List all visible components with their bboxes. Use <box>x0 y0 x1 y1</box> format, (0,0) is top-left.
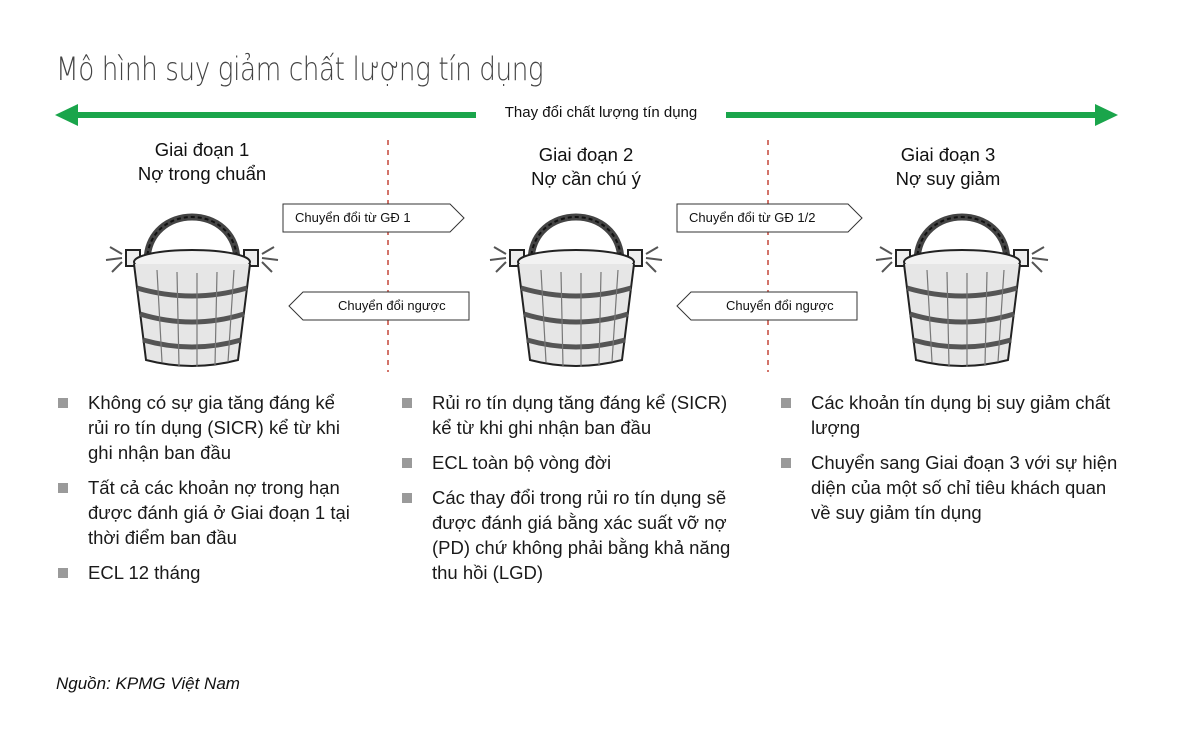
transition-reverse-1-label: Chuyển đổi ngược <box>338 298 446 313</box>
wooden-bucket-icon <box>105 213 279 367</box>
chevron-right-shape <box>676 203 863 233</box>
stage-3-name: Giai đoạn 3 <box>900 144 996 165</box>
bullet-square-icon <box>402 458 412 468</box>
stage-2-subtitle: Nợ cần chú ý <box>531 168 641 189</box>
list-item: ECL 12 tháng <box>56 560 356 585</box>
stage-1-title: Giai đoạn 1 Nợ trong chuẩn <box>82 138 322 186</box>
stage-2-bullets: Rủi ro tín dụng tăng đáng kể (SICR) kể t… <box>400 390 738 595</box>
page-title: Mô hình suy giảm chất lượng tín dụng <box>56 50 544 88</box>
arrow-right-head <box>1095 104 1118 126</box>
bullet-square-icon <box>402 493 412 503</box>
stage-3-bullets: Các khoản tín dụng bị suy giảm chất lượn… <box>779 390 1119 535</box>
wooden-bucket-icon <box>875 213 1049 367</box>
bullet-square-icon <box>781 458 791 468</box>
list-item: Rủi ro tín dụng tăng đáng kể (SICR) kể t… <box>400 390 738 440</box>
source-note: Nguồn: KPMG Việt Nam <box>56 674 240 693</box>
stage-1-subtitle: Nợ trong chuẩn <box>137 163 267 184</box>
list-item: Các khoản tín dụng bị suy giảm chất lượn… <box>779 390 1119 440</box>
bullet-square-icon <box>58 398 68 408</box>
list-item: Chuyển sang Giai đoạn 3 với sự hiện diện… <box>779 450 1119 525</box>
chevron-left-shape <box>676 291 858 321</box>
list-item: Không có sự gia tăng đáng kể rủi ro tín … <box>56 390 356 465</box>
stage-2-name: Giai đoạn 2 <box>538 144 634 165</box>
wooden-bucket-icon <box>489 213 663 367</box>
list-item: ECL toàn bộ vòng đời <box>400 450 738 475</box>
transition-reverse-2-label: Chuyển đổi ngược <box>726 298 834 313</box>
list-item: Tất cả các khoản nợ trong hạn được đánh … <box>56 475 356 550</box>
arrow-label: Thay đổi chất lượng tín dụng <box>476 104 726 121</box>
list-item: Các thay đổi trong rủi ro tín dụng sẽ đư… <box>400 485 738 585</box>
stage-2-title: Giai đoạn 2 Nợ cần chú ý <box>466 143 706 191</box>
arrow-left-head <box>55 104 78 126</box>
bullet-square-icon <box>402 398 412 408</box>
transition-reverse-1: Chuyển đổi ngược <box>288 291 470 321</box>
transition-forward-1-label: Chuyển đổi từ GĐ 1 <box>295 210 411 225</box>
stage-1-bullets: Không có sự gia tăng đáng kể rủi ro tín … <box>56 390 356 595</box>
chevron-right-shape <box>282 203 465 233</box>
transition-forward-1: Chuyển đổi từ GĐ 1 <box>282 203 466 233</box>
transition-reverse-2: Chuyển đổi ngược <box>676 291 858 321</box>
transition-forward-2-label: Chuyển đổi từ GĐ 1/2 <box>689 210 816 225</box>
stage-3-subtitle: Nợ suy giảm <box>895 168 1001 189</box>
stage-3-title: Giai đoạn 3 Nợ suy giảm <box>828 143 1068 191</box>
bullet-square-icon <box>781 398 791 408</box>
transition-forward-2: Chuyển đổi từ GĐ 1/2 <box>676 203 864 233</box>
bullet-square-icon <box>58 483 68 493</box>
bullet-square-icon <box>58 568 68 578</box>
chevron-left-shape <box>288 291 470 321</box>
stage-1-name: Giai đoạn 1 <box>154 139 250 160</box>
